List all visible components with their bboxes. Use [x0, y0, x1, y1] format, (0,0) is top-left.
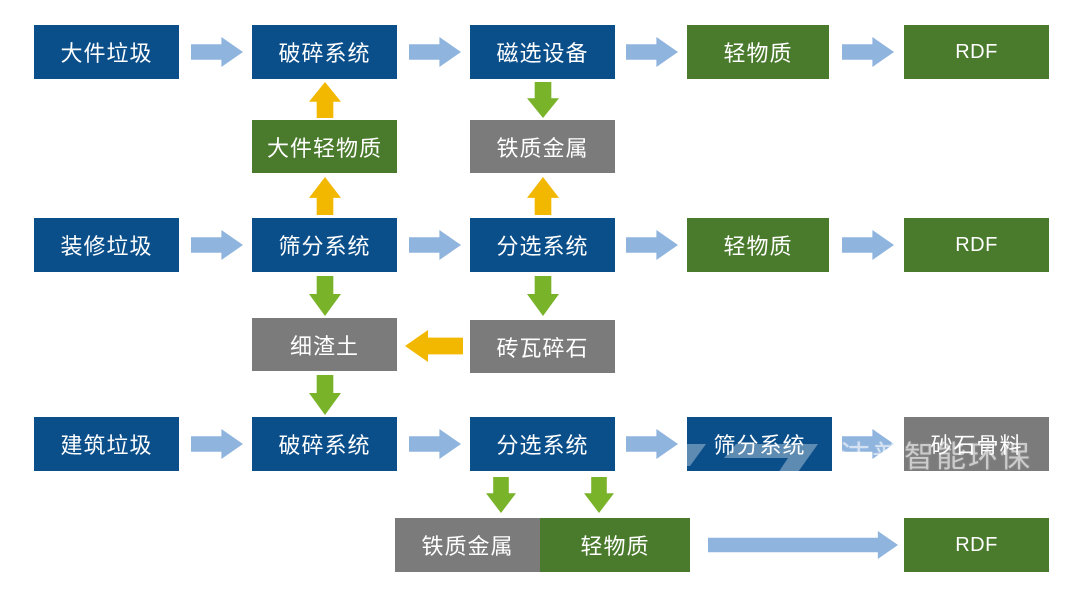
- watermark-english: GEP ECOTECH: [840, 472, 1064, 502]
- flow-arrow-right-a19: [626, 429, 678, 459]
- node-label: RDF: [955, 233, 998, 256]
- node-label: 轻物质: [723, 234, 793, 259]
- flow-arrow-right-a17: [191, 429, 243, 459]
- process-node-n10: 分选系统: [470, 218, 615, 272]
- flow-arrow-right-a18: [409, 429, 461, 459]
- node-label: 筛分系统: [713, 433, 806, 458]
- node-label: 建筑垃圾: [60, 433, 153, 458]
- process-node-n7: 铁质金属: [470, 120, 615, 173]
- node-label: 轻物质: [580, 534, 650, 559]
- node-label: 大件垃圾: [60, 41, 153, 66]
- flow-arrow-up-a5: [309, 82, 341, 118]
- process-node-n13: 细渣土: [252, 318, 397, 371]
- flow-arrow-down-a22: [584, 477, 614, 513]
- process-node-n2: 破碎系统: [252, 25, 397, 79]
- process-node-n16: 破碎系统: [252, 417, 397, 471]
- process-node-n8: 装修垃圾: [34, 218, 179, 272]
- flow-arrow-up-a7: [309, 177, 341, 215]
- process-node-n1: 大件垃圾: [34, 25, 179, 79]
- node-label: 分选系统: [496, 234, 589, 259]
- flow-arrow-right-a2: [409, 37, 461, 67]
- flow-arrow-right-a11: [626, 230, 678, 260]
- node-label: 轻物质: [723, 41, 793, 66]
- flow-arrow-down-a16: [309, 375, 341, 415]
- process-node-n21: 轻物质: [540, 518, 690, 572]
- flow-arrow-right-a12: [842, 230, 894, 260]
- node-label: 细渣土: [289, 333, 359, 359]
- flow-arrow-down-a14: [527, 276, 559, 316]
- process-node-n14: 砖瓦碎石: [470, 320, 615, 373]
- process-node-n22: RDF: [904, 518, 1049, 572]
- process-node-n15: 建筑垃圾: [34, 417, 179, 471]
- flow-arrow-right-a1: [191, 37, 243, 67]
- process-node-n11: 轻物质: [687, 218, 829, 272]
- flow-arrow-right-a4: [842, 37, 894, 67]
- flow-arrow-right-a23: [708, 531, 898, 559]
- node-label: 筛分系统: [278, 234, 371, 259]
- node-label: 大件轻物质: [266, 135, 382, 161]
- process-node-n18: 筛分系统: [687, 417, 832, 471]
- flow-arrow-down-a21: [486, 477, 516, 513]
- flow-arrow-right-a9: [191, 230, 243, 260]
- process-node-n17: 分选系统: [470, 417, 615, 471]
- process-node-n4: 轻物质: [687, 25, 829, 79]
- node-label: 磁选设备: [496, 41, 589, 66]
- flow-arrow-right-a3: [626, 37, 678, 67]
- node-label: 分选系统: [496, 433, 589, 458]
- node-label: RDF: [955, 40, 998, 63]
- process-node-n20: 铁质金属: [395, 518, 540, 572]
- process-node-n6: 大件轻物质: [252, 120, 397, 173]
- node-label: 砖瓦碎石: [496, 335, 589, 361]
- flow-arrow-down-a6: [527, 82, 559, 118]
- process-node-n3: 磁选设备: [470, 25, 615, 79]
- node-label: 破碎系统: [278, 41, 371, 66]
- process-node-n9: 筛分系统: [252, 218, 397, 272]
- node-label: RDF: [955, 533, 998, 556]
- node-label: 砂石骨料: [930, 433, 1023, 458]
- flow-arrow-down-a13: [309, 276, 341, 316]
- node-label: 铁质金属: [421, 534, 514, 559]
- flow-arrow-right-a10: [409, 230, 461, 260]
- node-label: 铁质金属: [496, 135, 589, 161]
- flow-arrow-left-a15: [405, 330, 463, 362]
- process-node-n5: RDF: [904, 25, 1049, 79]
- node-label: 破碎系统: [278, 433, 371, 458]
- process-node-n12: RDF: [904, 218, 1049, 272]
- process-node-n19: 砂石骨料: [904, 417, 1049, 471]
- flow-arrow-up-a8: [527, 177, 559, 215]
- flow-arrow-right-a20: [842, 429, 894, 459]
- node-label: 装修垃圾: [60, 234, 153, 259]
